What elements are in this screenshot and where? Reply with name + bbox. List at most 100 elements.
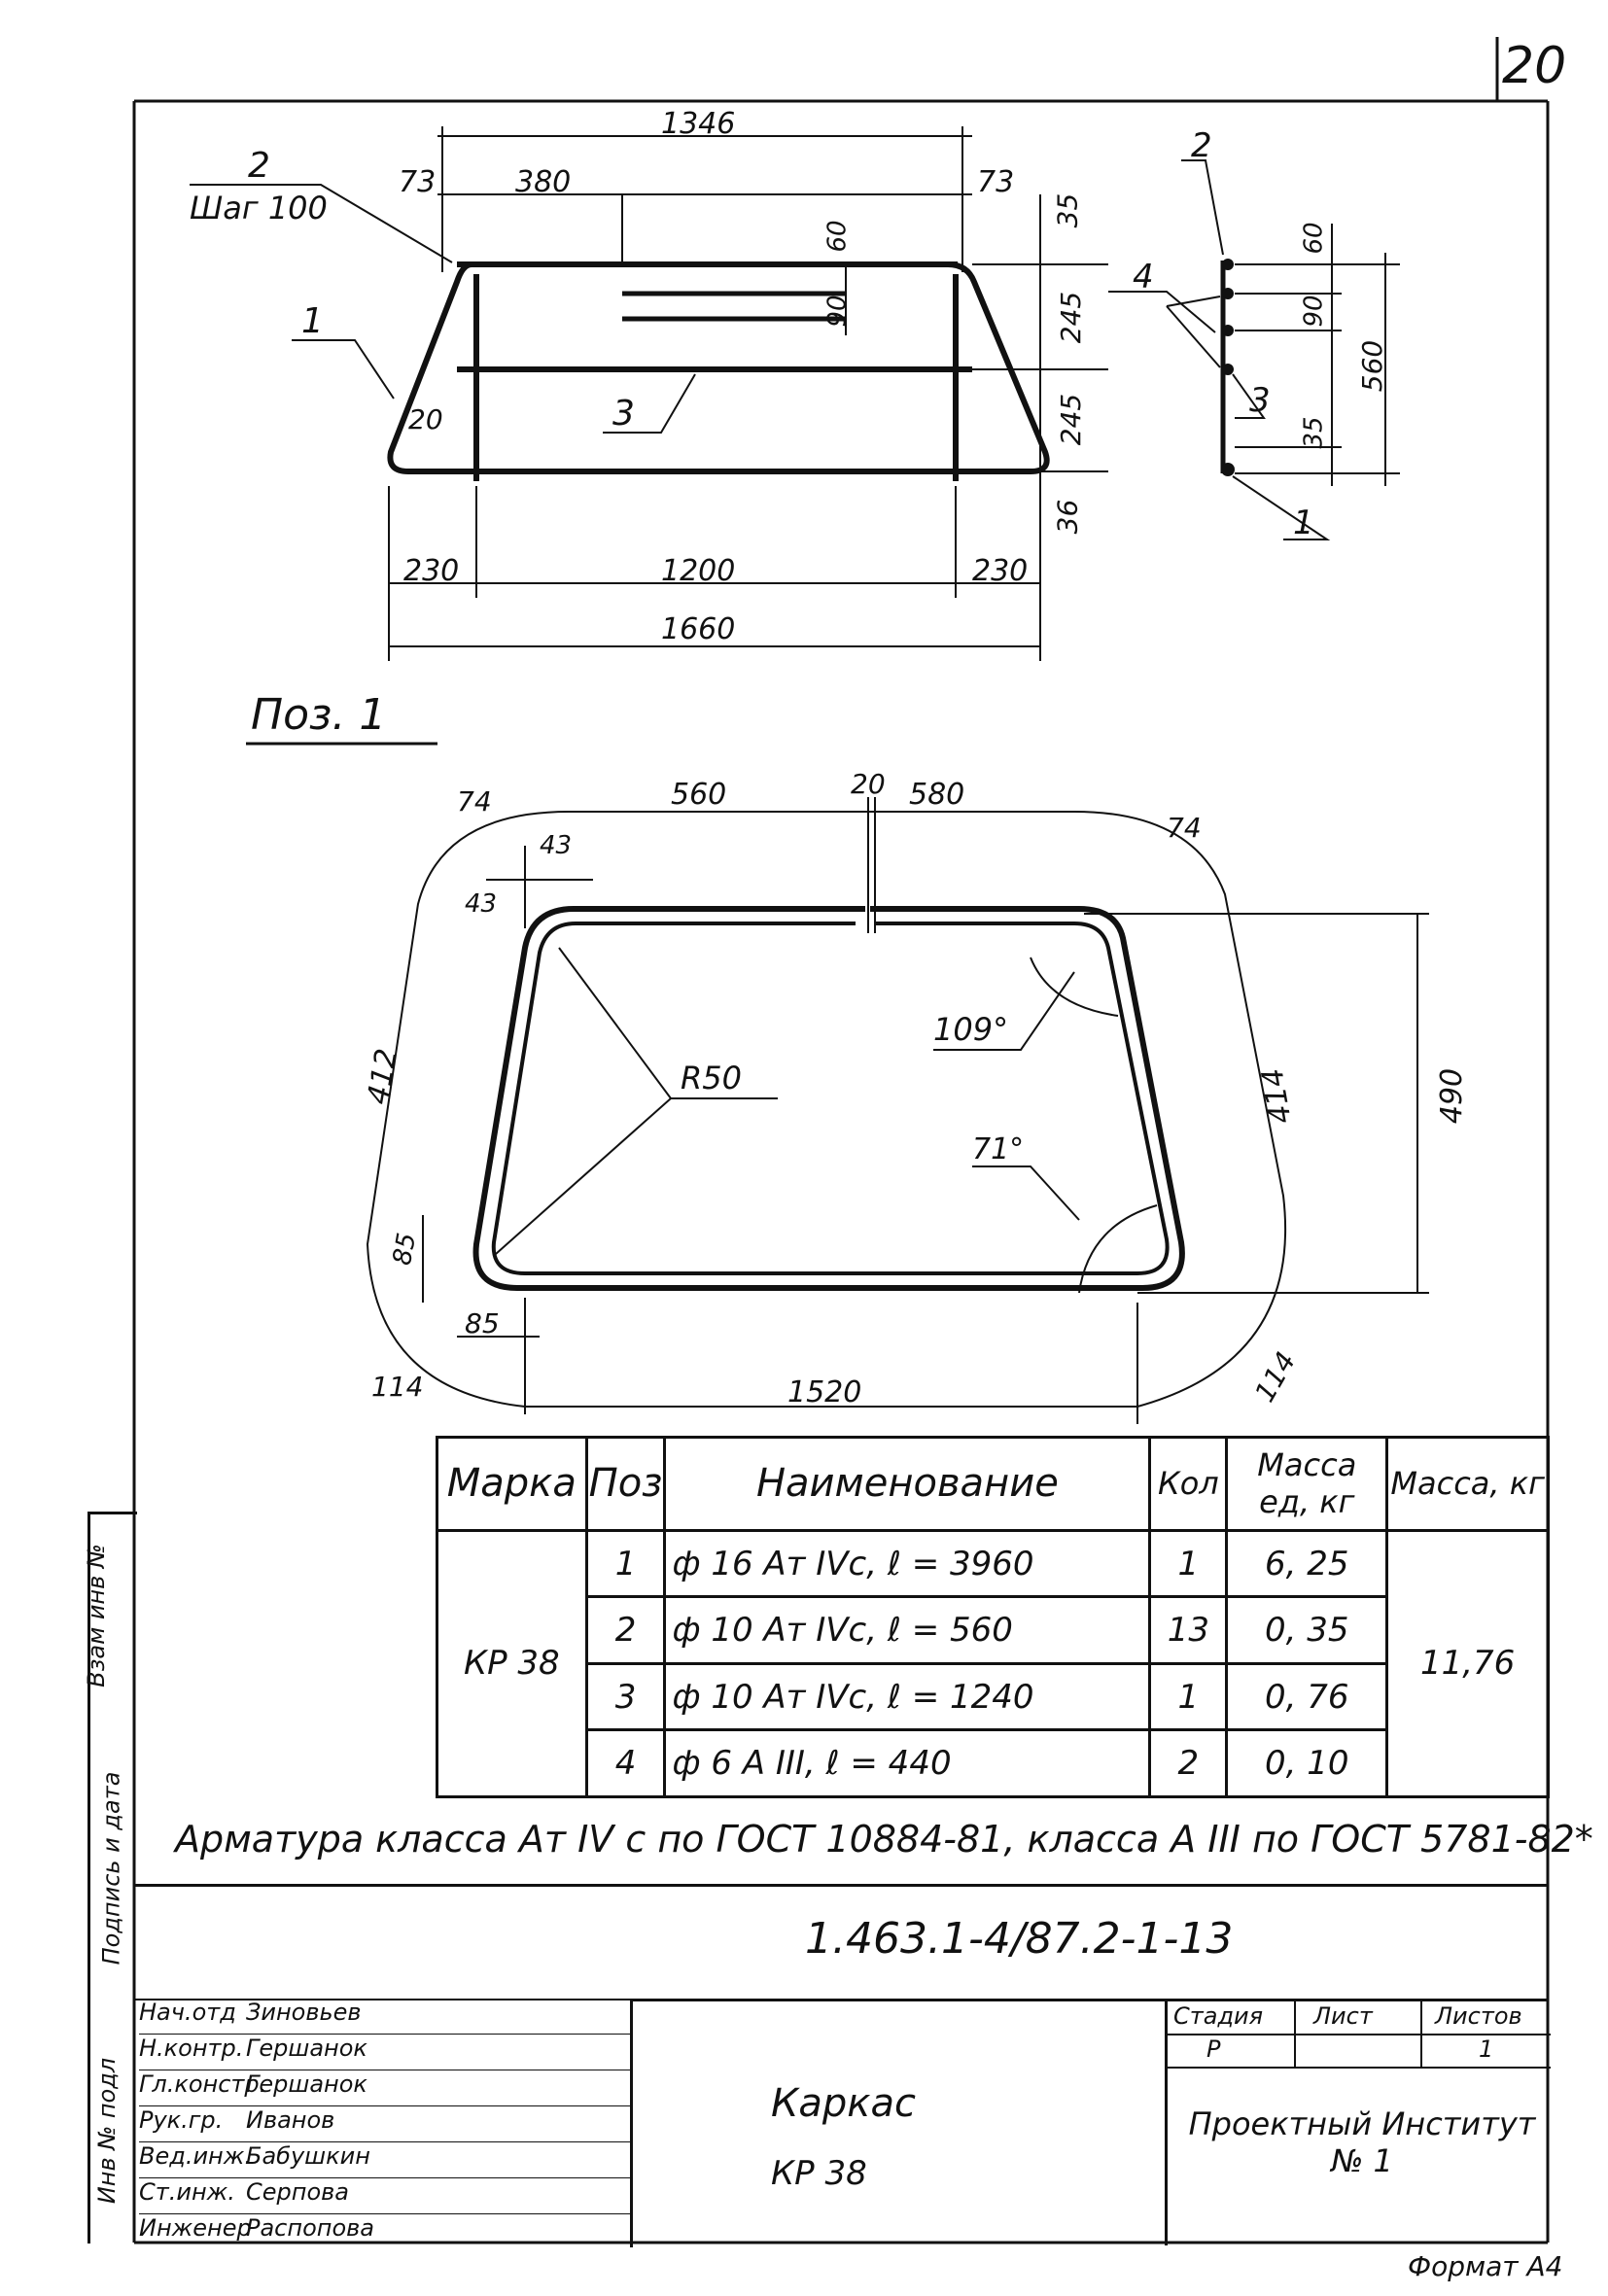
code-divider <box>630 1999 1548 2001</box>
pos1-title: Поз. 1 <box>251 690 387 740</box>
person-name: Иванов <box>246 2106 335 2134</box>
dim-right-offset: 73 <box>977 165 1015 199</box>
stage-divider-1 <box>1294 1999 1296 2067</box>
person-role: Нач.отд <box>139 1999 236 2026</box>
dim-inner-90: 90 <box>822 295 853 328</box>
header-mass-unit: Масса ед, кг <box>1225 1436 1389 1532</box>
sheets-label: Листов <box>1435 2002 1522 2030</box>
section-dim-60: 60 <box>1299 222 1329 255</box>
dim-right-36: 36 <box>1051 499 1084 535</box>
dim-bottom-overall: 1660 <box>661 612 736 646</box>
header-mark: Марка <box>436 1436 588 1532</box>
pos1-dim-74-right: 74 <box>1167 812 1202 844</box>
title-line-2: КР 38 <box>771 2154 867 2193</box>
pos1-dim-85-side: 85 <box>387 1231 423 1268</box>
name-cell: ф 10 Ат IVc, ℓ = 560 <box>663 1595 1152 1665</box>
title-block: Нач.отд Зиновьев Н.контр.Гершанок Гл.конс… <box>134 1884 1551 2247</box>
stage-value: Р <box>1206 2035 1221 2063</box>
stamp-inv-replace: Взам инв № <box>82 1544 110 1687</box>
sheets-value: 1 <box>1479 2035 1494 2063</box>
person-name: Бабушкин <box>246 2142 370 2170</box>
table-row: 4 ф 6 А III, ℓ = 440 2 0, 10 <box>437 1728 1549 1798</box>
pos1-dim-560: 560 <box>671 778 727 812</box>
name-cell: ф 16 Ат IVc, ℓ = 3960 <box>663 1528 1152 1599</box>
header-name: Наименование <box>663 1436 1152 1532</box>
qty-cell: 1 <box>1148 1528 1229 1599</box>
stage-grid: Стадия Лист Листов Р 1 Проектный Институ… <box>1165 1999 1551 2245</box>
person-name: Гершанок <box>246 2035 367 2062</box>
section-view <box>1108 159 1400 540</box>
callout-step: Шаг 100 <box>190 190 328 226</box>
pos1-dim-114-left: 114 <box>371 1371 424 1403</box>
pos1-dim-85-bottom: 85 <box>465 1307 500 1339</box>
stage-label: Стадия <box>1173 2002 1264 2030</box>
pos1-angle-109: 109° <box>933 1011 1009 1048</box>
person-row: ИнженерРаспопова <box>139 2214 630 2249</box>
organization: Проектный Институт № 1 <box>1188 2105 1536 2179</box>
total-mass-cell: 11,76 <box>1385 1528 1550 1799</box>
section-dim-560: 560 <box>1356 339 1389 393</box>
section-callout-4: 4 <box>1133 258 1154 296</box>
sheet-number: 20 <box>1502 37 1567 95</box>
dim-inner-60: 60 <box>822 220 853 253</box>
pos1-dim-1520: 1520 <box>787 1375 862 1409</box>
callout-3: 3 <box>612 394 635 434</box>
specification-table: Марка Поз Наименование Кол Масса ед, кг … <box>436 1436 1550 1799</box>
stage-divider-2 <box>1420 1999 1422 2067</box>
dim-bottom-mid: 1200 <box>661 554 736 588</box>
dim-left-offset: 73 <box>399 165 437 199</box>
person-role: Инженер <box>139 2214 252 2242</box>
callout-1: 1 <box>301 301 324 341</box>
stage-value-row: Р 1 <box>1168 2034 1551 2069</box>
section-callout-1: 1 <box>1293 504 1314 542</box>
stage-header-row: Стадия Лист Листов <box>1168 1999 1551 2035</box>
person-row: Рук.гр. Иванов <box>139 2106 630 2142</box>
name-cell: ф 10 Ат IVc, ℓ = 1240 <box>663 1661 1152 1732</box>
mark-cell: КР 38 <box>436 1528 588 1799</box>
person-role: Вед.инж. <box>139 2142 252 2170</box>
pos1-angle-71: 71° <box>972 1132 1025 1166</box>
sheet-label: Лист <box>1313 2002 1373 2030</box>
dim-bottom-left: 230 <box>403 554 460 588</box>
dim-span-380: 380 <box>515 165 572 199</box>
name-cell: ф 6 А III, ℓ = 440 <box>663 1728 1152 1798</box>
pos-cell: 3 <box>584 1661 667 1732</box>
person-row: Н.контр.Гершанок <box>139 2035 630 2070</box>
person-role: Н.контр. <box>139 2035 244 2062</box>
header-pos: Поз <box>584 1436 667 1532</box>
elevation-view <box>190 126 1108 661</box>
callout-2: 2 <box>248 146 270 186</box>
section-dim-90: 90 <box>1299 295 1329 328</box>
person-name: Гершанок <box>246 2070 367 2098</box>
people-list: Нач.отд Зиновьев Н.контр.Гершанок Гл.конс… <box>139 1999 630 2249</box>
person-name: Распопова <box>246 2214 374 2242</box>
person-name: Зиновьев <box>246 1999 362 2026</box>
dim-overall-top: 1346 <box>661 107 736 141</box>
stamp-sign-date: Подпись и дата <box>97 1771 125 1966</box>
dim-right-35: 35 <box>1051 192 1084 228</box>
person-name: Серпова <box>246 2178 349 2206</box>
dim-right-245b: 245 <box>1055 393 1088 446</box>
person-row: Вед.инж.Бабушкин <box>139 2142 630 2178</box>
pos1-dim-20: 20 <box>851 768 886 800</box>
side-stamp: Инв № подл Подпись и дата Взам инв № <box>83 1512 137 2244</box>
mass-cell: 0, 35 <box>1225 1595 1389 1665</box>
spec-header-row: Марка Поз Наименование Кол Масса ед, кг … <box>436 1436 1550 1532</box>
person-role: Ст.инж. <box>139 2178 235 2206</box>
person-row: Нач.отд Зиновьев <box>139 1999 630 2035</box>
section-dim-35: 35 <box>1299 416 1329 449</box>
header-mass: Масса, кг <box>1385 1436 1550 1532</box>
person-row: Гл.констр.Гершанок <box>139 2070 630 2106</box>
dim-right-245a: 245 <box>1055 291 1088 344</box>
person-role: Рук.гр. <box>139 2106 224 2134</box>
pos1-dim-580: 580 <box>909 778 965 812</box>
pos-cell: 1 <box>584 1528 667 1599</box>
pos-cell: 4 <box>584 1728 667 1798</box>
header-qty: Кол <box>1148 1436 1229 1532</box>
pos1-dim-43-side: 43 <box>465 889 498 919</box>
qty-cell: 13 <box>1148 1595 1229 1665</box>
qty-cell: 1 <box>1148 1661 1229 1732</box>
pos1-dim-43-top: 43 <box>540 831 573 860</box>
person-row: Ст.инж. Серпова <box>139 2178 630 2214</box>
